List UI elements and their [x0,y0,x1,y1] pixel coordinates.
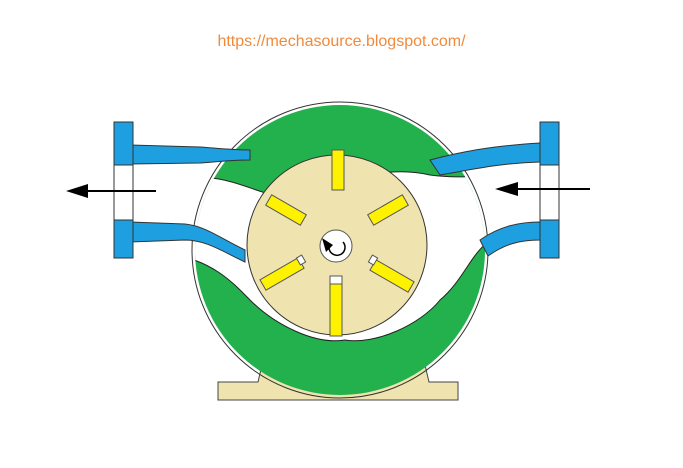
vane-top [331,149,345,191]
outlet-flange-bottom [113,219,134,259]
rotor-shaft [319,229,353,263]
inlet-flange-bottom [539,219,560,259]
inlet-pipe-wall-bottom [479,221,541,257]
vane-slot-bottom [329,275,343,285]
outlet-pipe-wall-top [129,144,251,165]
vane-slot-lower-left [295,254,307,266]
outlet-flange-top [113,121,134,166]
outlet-pipe-wall-bottom [129,221,246,263]
outlet-arrow-icon [66,184,156,198]
inlet-arrow-icon [495,182,590,196]
rotation-arrow-icon [322,238,346,257]
outlet-port [113,164,134,221]
vane-upper-right [366,194,410,226]
vane-slot-lower-right [367,254,379,266]
vane-upper-left [264,194,308,226]
inlet-port [539,164,560,221]
vanes [259,149,415,337]
inlet-flange-top [539,121,560,166]
watermark-url: https://mechasource.blogspot.com/ [217,33,466,50]
vane-bottom [329,275,343,337]
